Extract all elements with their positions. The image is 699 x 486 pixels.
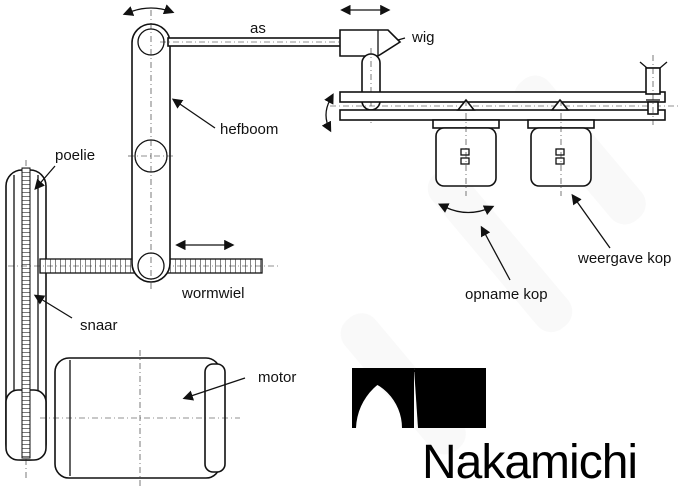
motor — [40, 350, 240, 486]
wedge — [339, 29, 402, 57]
lever — [128, 10, 176, 290]
adjust-screw — [639, 55, 668, 125]
logo-mark — [352, 370, 414, 428]
playback-head — [527, 100, 595, 196]
label-poelie: poelie — [55, 147, 95, 164]
head-rails — [330, 91, 680, 121]
label-hefboom: hefboom — [220, 121, 278, 138]
label-weergave-kop: weergave kop — [577, 250, 671, 267]
recording-head — [432, 100, 500, 196]
belt — [21, 167, 31, 459]
label-wig: wig — [411, 29, 435, 46]
label-as: as — [250, 20, 266, 37]
nakamichi-logo: Nakamichi — [352, 368, 638, 486]
logo-wordmark: Nakamichi — [422, 436, 637, 486]
label-wormwiel: wormwiel — [181, 285, 245, 302]
motion-arrows — [122, 4, 495, 251]
label-snaar: snaar — [80, 317, 118, 334]
label-motor: motor — [258, 369, 296, 386]
leader-lines — [33, 37, 611, 401]
label-opname-kop: opname kop — [465, 286, 548, 303]
